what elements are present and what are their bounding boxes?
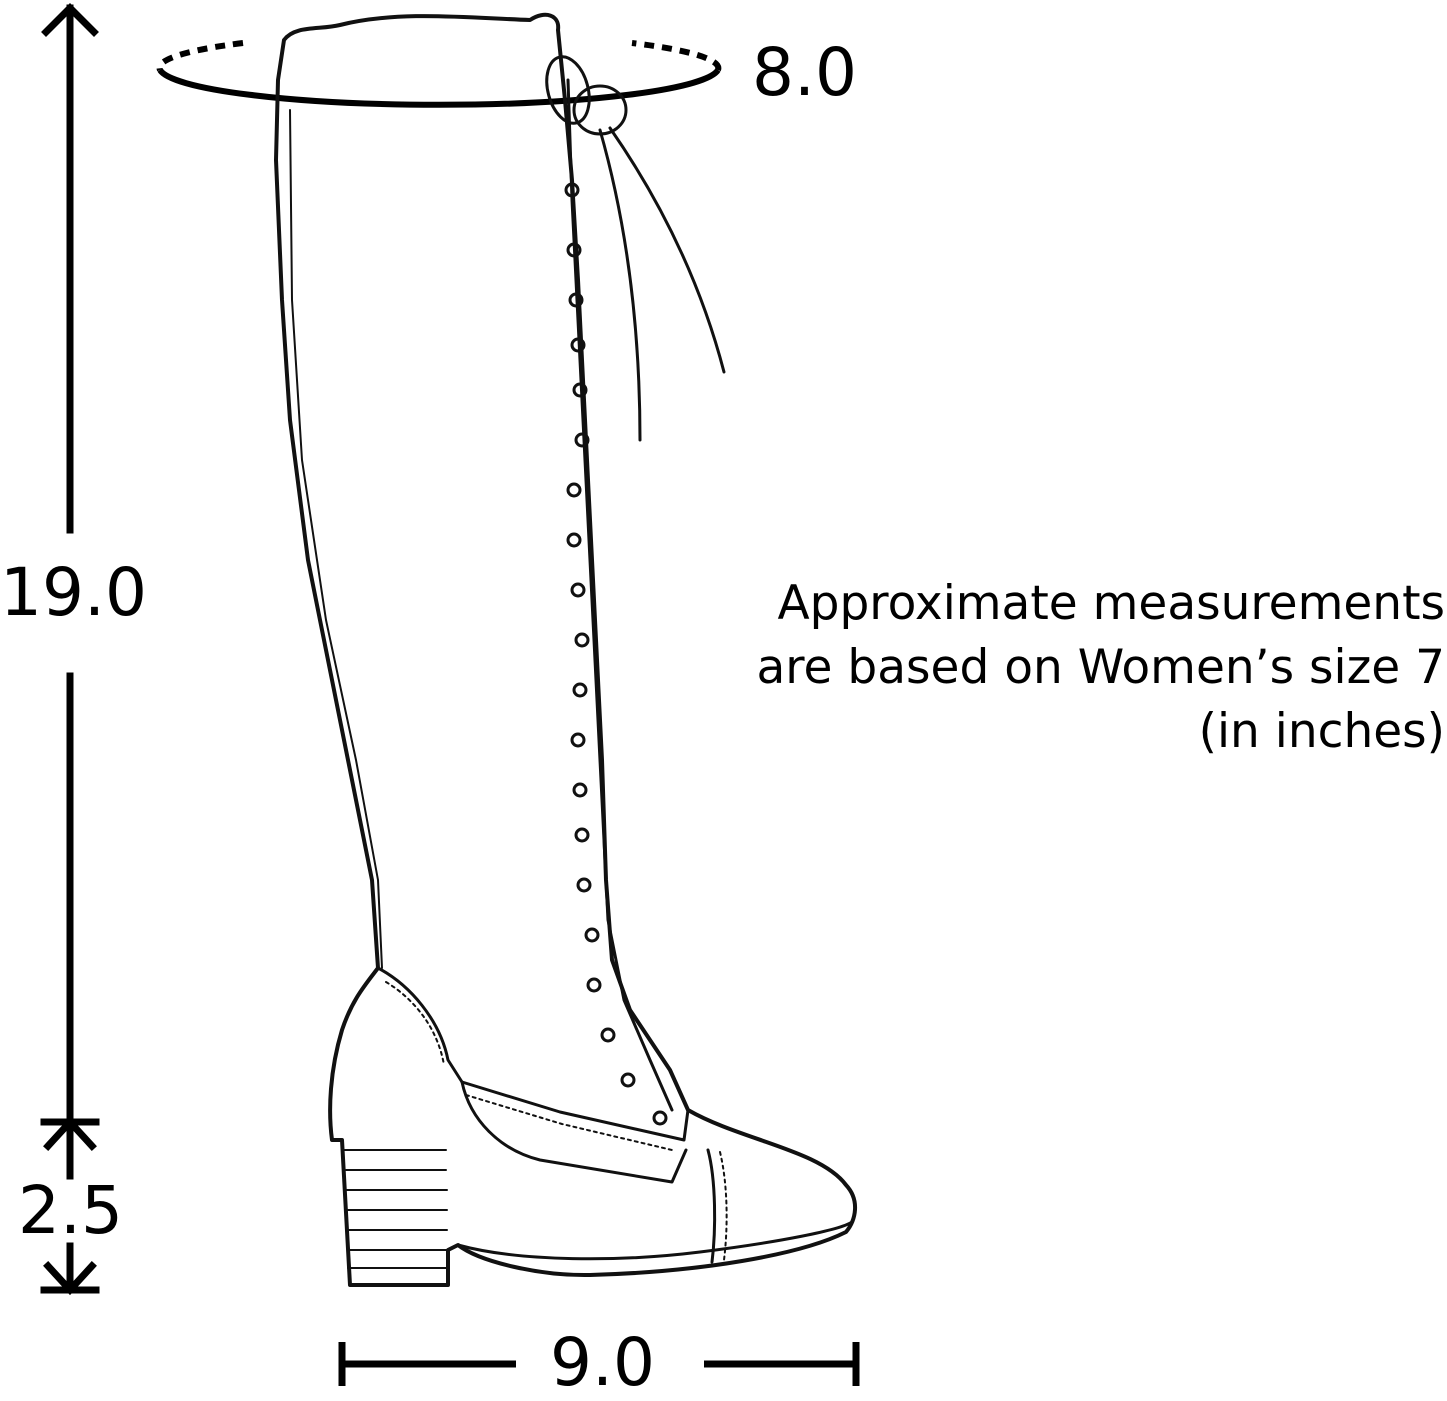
boot-vamp-seam [460,1080,690,1142]
boot-toe-cap [706,1148,717,1264]
boot-illustration [274,12,857,1287]
shaft-circumference-label: 8.0 [752,34,857,111]
width-label: 9.0 [550,1324,655,1401]
boot-heel-counter [376,966,464,1084]
heel-dimension-line [40,1116,100,1296]
note-line-2: are based on Women’s size 7 [756,640,1445,695]
height-dimension-line [41,3,99,1126]
width-dimension-line [338,1342,860,1386]
boot-shaft-seam [289,109,383,969]
ellipse-ring-icon [156,40,722,108]
note-line-3: (in inches) [1198,704,1445,759]
heel-height-label: 2.5 [18,1172,123,1249]
boot-sole [456,1220,854,1261]
measurement-note: Approximate measurements are based on Wo… [685,572,1445,764]
boot-heel-block [343,1149,449,1269]
boot-lace-bow [545,55,726,442]
boot-lacing [564,78,674,1126]
boot-shaft-outline [274,12,857,1287]
note-line-1: Approximate measurements [777,576,1445,631]
shaft-height-label: 19.0 [0,554,147,631]
height-top-arrow-icon [41,3,99,37]
